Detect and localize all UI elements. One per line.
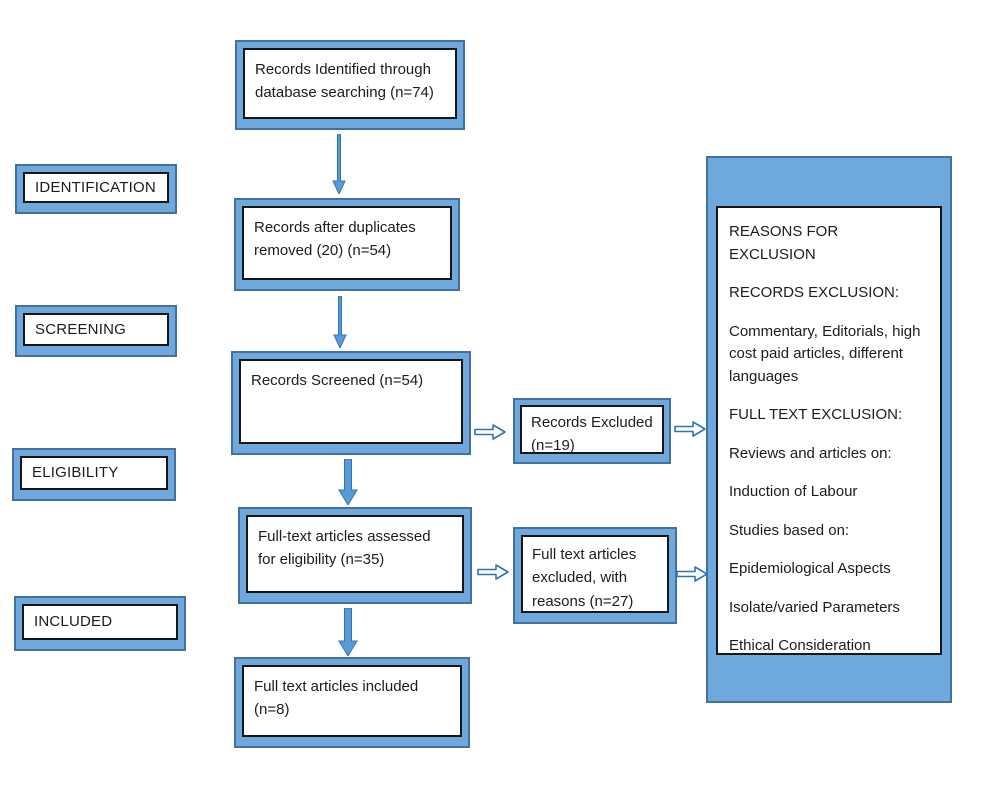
stage-label-text: SCREENING [23,313,169,346]
flow-box-text: Records Identified through database sear… [243,48,457,119]
flow-box-fulltext-included: Full text articles included (n=8) [234,657,470,748]
flow-box-records-identified: Records Identified through database sear… [235,40,465,130]
stage-label-text: INCLUDED [22,604,178,640]
arrow-down-icon [333,296,347,348]
exclusion-line: Induction of Labour [729,483,858,500]
flow-box-records-excluded: Records Excluded (n=19) [513,398,671,464]
flow-box-duplicates-removed: Records after duplicates removed (20) (n… [234,198,460,291]
arrow-right-icon [474,424,506,440]
flow-box-text: Records Excluded (n=19) [520,405,664,454]
exclusion-line: RECORDS EXCLUSION: [729,284,900,301]
arrow-down-icon [338,608,358,656]
exclusion-line: Reviews and articles on: [729,444,892,462]
exclusion-line: Ethical Consideration [729,637,871,654]
flow-box-text: Records Screened (n=54) [239,359,463,444]
arrow-right-icon [676,566,708,582]
exclusion-line: Epidemiological Aspects [729,560,891,577]
stage-label-included: INCLUDED [14,596,186,651]
stage-label-text: ELIGIBILITY [20,456,168,490]
exclusion-line: Studies based on: [729,521,850,539]
exclusion-line: Commentary, Editorials, high cost paid a… [729,322,921,385]
arrow-right-icon [674,421,706,437]
arrow-down-icon [338,459,358,505]
flow-box-text: Records after duplicates removed (20) (n… [242,206,452,280]
stage-label-eligibility: ELIGIBILITY [12,448,176,501]
stage-label-identification: IDENTIFICATION [15,164,177,214]
flow-box-records-screened: Records Screened (n=54) [231,351,471,455]
flow-box-text: Full-text articles assessed for eligibil… [246,515,464,593]
stage-label-text: IDENTIFICATION [23,172,169,203]
exclusion-reasons-list: REASONS FOR EXCLUSION RECORDS EXCLUSION:… [716,206,942,655]
flow-box-fulltext-excluded: Full text articles excluded, with reason… [513,527,677,624]
exclusion-reasons-panel: REASONS FOR EXCLUSION RECORDS EXCLUSION:… [706,156,952,703]
arrow-right-icon [477,564,509,580]
exclusion-line: FULL TEXT EXCLUSION: [729,406,903,423]
flow-box-fulltext-assessed: Full-text articles assessed for eligibil… [238,507,472,604]
flow-box-text: Full text articles included (n=8) [242,665,462,737]
flow-box-text: Full text articles excluded, with reason… [521,535,669,613]
exclusion-line: Isolate/varied Parameters [729,598,900,616]
stage-label-screening: SCREENING [15,305,177,357]
exclusion-line: REASONS FOR EXCLUSION [729,223,839,263]
arrow-down-icon [332,134,346,194]
